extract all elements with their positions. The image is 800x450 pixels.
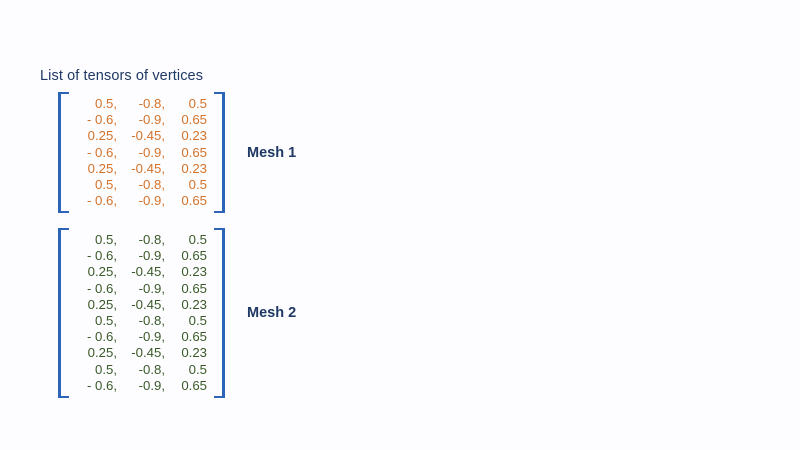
matrix-cell: 0.25, xyxy=(87,296,117,312)
right-bracket-icon xyxy=(214,92,225,214)
matrix-cell: -0.9, xyxy=(138,112,165,128)
matrix-row: - 0.6, -0.9, 0.65 xyxy=(76,145,207,161)
matrix-cell: -0.9, xyxy=(138,280,165,296)
matrix-row: 0.25, -0.45, 0.23 xyxy=(76,128,207,144)
matrix-row: 0.5, -0.8, 0.5 xyxy=(76,177,207,193)
matrix-cell: -0.9, xyxy=(138,248,165,264)
matrix-cell: 0.5, xyxy=(95,96,117,111)
matrix-cell: 0.5 xyxy=(188,232,207,247)
matrix-cell: -0.45, xyxy=(131,296,165,312)
matrix-cell: -0.45, xyxy=(131,160,165,176)
matrix-cell: 0.25, xyxy=(87,128,117,144)
matrix-cell: -0.9, xyxy=(138,377,165,393)
matrix-cell: -0.8, xyxy=(138,232,165,247)
matrix-cell: 0.65 xyxy=(181,248,207,264)
matrix-cell: -0.45, xyxy=(131,264,165,280)
matrix-row: 0.5, -0.8, 0.5 xyxy=(76,96,207,112)
matrix-cell: -0.45, xyxy=(131,128,165,144)
matrix-cell: 0.65 xyxy=(181,280,207,296)
matrix-cell: -0.8, xyxy=(138,313,165,329)
matrix-cell: 0.25, xyxy=(87,345,117,361)
matrix-cell: 0.65 xyxy=(181,329,207,345)
matrix-cell: - 0.6, xyxy=(86,193,117,209)
left-bracket-icon xyxy=(58,228,69,399)
matrix-cell: -0.9, xyxy=(138,329,165,345)
matrix-cell: 0.5 xyxy=(188,96,207,111)
matrix-row: - 0.6, -0.9, 0.65 xyxy=(76,329,207,345)
matrix-cell: 0.5 xyxy=(188,313,207,329)
matrix-cell: - 0.6, xyxy=(86,377,117,393)
matrix-cell: -0.8, xyxy=(138,361,165,377)
matrix-cell: 0.5, xyxy=(95,313,117,329)
mesh-label-2: Mesh 2 xyxy=(247,305,297,322)
matrix-cell: - 0.6, xyxy=(86,329,117,345)
matrix-row: - 0.6, -0.9, 0.65 xyxy=(76,248,207,264)
matrix-cell: 0.5, xyxy=(95,177,117,193)
matrix-cell: -0.9, xyxy=(138,193,165,209)
matrix-cell: 0.5, xyxy=(95,361,117,377)
matrix-cell: 0.5 xyxy=(188,177,207,193)
matrix-cell: -0.8, xyxy=(138,96,165,111)
matrix-cell: - 0.6, xyxy=(86,144,117,160)
matrix-row: 0.25, -0.45, 0.23 xyxy=(76,161,207,177)
matrix-row: 0.5, -0.8, 0.5 xyxy=(76,313,207,329)
matrix-cell: 0.23 xyxy=(181,345,207,361)
mesh-label-1: Mesh 1 xyxy=(247,144,297,161)
matrix-cell: 0.65 xyxy=(181,112,207,128)
matrix-cell: 0.23 xyxy=(181,296,207,312)
matrix-cell: 0.23 xyxy=(181,264,207,280)
matrix-row: 0.25, -0.45, 0.23 xyxy=(76,264,207,280)
matrix-cell: 0.65 xyxy=(181,193,207,209)
matrix-cell: -0.8, xyxy=(138,177,165,193)
matrix-cell: 0.25, xyxy=(87,160,117,176)
left-bracket-icon xyxy=(58,92,69,214)
matrix-cell: -0.9, xyxy=(138,144,165,160)
matrix-row: - 0.6, -0.9, 0.65 xyxy=(76,193,207,209)
matrix-cell: 0.5 xyxy=(188,361,207,377)
matrix-row: 0.25, -0.45, 0.23 xyxy=(76,297,207,313)
matrix-row: - 0.6, -0.9, 0.65 xyxy=(76,378,207,394)
matrix-row: 0.5, -0.8, 0.5 xyxy=(76,362,207,378)
matrix-cell: - 0.6, xyxy=(86,280,117,296)
page-title: List of tensors of vertices xyxy=(40,68,204,84)
matrix-cell: 0.5, xyxy=(95,232,117,247)
matrix-row: 0.25, -0.45, 0.23 xyxy=(76,345,207,361)
matrix-cell: 0.23 xyxy=(181,160,207,176)
right-bracket-icon xyxy=(214,228,225,399)
matrix-row: - 0.6, -0.9, 0.65 xyxy=(76,112,207,128)
matrix-cell: -0.45, xyxy=(131,345,165,361)
matrix-cell: 0.23 xyxy=(181,128,207,144)
matrix-cell: - 0.6, xyxy=(86,248,117,264)
matrix-row: - 0.6, -0.9, 0.65 xyxy=(76,281,207,297)
matrix-row: 0.5, -0.8, 0.5 xyxy=(76,232,207,248)
matrix-cell: 0.65 xyxy=(181,144,207,160)
matrix-cell: - 0.6, xyxy=(86,112,117,128)
matrix-cell: 0.25, xyxy=(87,264,117,280)
matrix-cell: 0.65 xyxy=(181,377,207,393)
